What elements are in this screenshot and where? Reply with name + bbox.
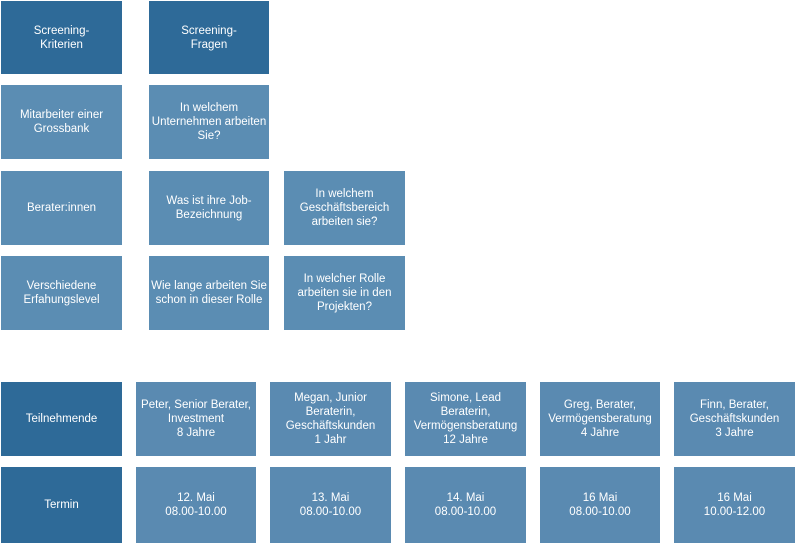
- box-text-line: 8 Jahre: [176, 427, 216, 439]
- box-text-line: schon in dieser Rolle: [155, 294, 263, 306]
- box-text-line: 1 Jahr: [314, 434, 347, 446]
- box-text-line: 4 Jahre: [580, 427, 620, 439]
- box-text-line: arbeiten sie in den: [297, 287, 392, 299]
- box-text-line: Finn, Berater,: [699, 399, 770, 411]
- box-text-line: 16 Mai: [717, 492, 752, 504]
- box-text-line: Was ist ihre Job-: [166, 195, 252, 207]
- box-text-line: Geschäftskunden: [285, 420, 376, 432]
- box-text-line: Megan, Junior: [294, 392, 367, 404]
- question-box-2-1: Was ist ihre Job- Bezeichnung: [149, 171, 269, 245]
- box-text-line: 16 Mai: [582, 492, 618, 504]
- box-text-line: Vermögensberatung: [413, 420, 518, 432]
- box-text-line: Screening-: [181, 24, 237, 37]
- box-text-line: 10.00-12.00: [703, 506, 766, 518]
- box-text-line: 08.00-10.00: [299, 506, 362, 518]
- schedule-box-3: 14. Mai 08.00-10.00: [405, 467, 526, 543]
- box-text-line: 08.00-10.00: [569, 506, 631, 518]
- box-text-line: Bezeichnung: [175, 209, 243, 221]
- box-text-line: Beraterin,: [305, 406, 356, 418]
- box-text-line: In welchem: [179, 102, 239, 114]
- box-text-line: 3 Jahre: [715, 427, 754, 439]
- box-text-line: In welcher Rolle: [303, 273, 386, 285]
- box-text-line: 13. Mai: [311, 492, 350, 504]
- box-text-line: Grossbank: [33, 123, 90, 135]
- schedule-box-2: 13. Mai 08.00-10.00: [270, 467, 391, 543]
- box-text-line: Berater:innen: [26, 202, 97, 214]
- box-text-line: 08.00-10.00: [434, 506, 497, 518]
- box-text-line: Screening-: [33, 24, 90, 37]
- box-text-line: Vermögensberatung: [548, 413, 652, 425]
- box-text-line: Investment: [167, 413, 225, 425]
- box-text-line: Wie lange arbeiten Sie: [151, 280, 267, 292]
- box-text-line: Peter, Senior Berater,: [141, 399, 251, 411]
- box-text-line: Beraterin,: [440, 406, 491, 418]
- box-text-line: arbeiten sie?: [311, 216, 378, 228]
- box-text-line: Geschäftskunden: [689, 413, 780, 425]
- participants-label: Teilnehmende: [1, 382, 122, 456]
- box-text-line: Geschäftsbereich: [299, 202, 390, 214]
- participant-box-5: Finn, Berater, Geschäftskunden 3 Jahre: [674, 382, 795, 456]
- box-text-line: Teilnehmende: [25, 413, 98, 425]
- box-text-line: Fragen: [190, 38, 228, 51]
- schedule-box-4: 16 Mai 08.00-10.00: [540, 467, 660, 543]
- box-text-line: Projekten?: [317, 301, 372, 313]
- box-text-line: In welchem: [315, 188, 374, 200]
- box-text-line: Erfahungslevel: [23, 294, 100, 306]
- participant-box-1: Peter, Senior Berater, Investment 8 Jahre: [136, 382, 256, 456]
- schedule-box-5: 16 Mai 10.00-12.00: [674, 467, 795, 543]
- criterion-box-2: Berater:innen: [1, 171, 122, 245]
- box-text-line: Simone, Lead: [430, 392, 501, 404]
- box-text-line: Sie?: [197, 130, 221, 142]
- box-text-line: Mitarbeiter einer: [19, 109, 104, 121]
- schedule-label: Termin: [1, 467, 122, 543]
- question-box-3-1: Wie lange arbeiten Sie schon in dieser Ro…: [149, 256, 269, 330]
- box-text-line: 14. Mai: [446, 492, 485, 504]
- box-text-line: 12. Mai: [177, 492, 215, 504]
- schedule-box-1: 12. Mai 08.00-10.00: [136, 467, 256, 543]
- box-text-line: Termin: [44, 499, 79, 511]
- box-text-line: Kriterien: [40, 38, 83, 51]
- box-text-line: 12 Jahre: [443, 434, 488, 446]
- box-text-line: Unternehmen arbeiten: [151, 116, 267, 128]
- questions-header: Screening-Fragen: [149, 1, 269, 74]
- box-text-line: Verschiedene: [26, 280, 97, 292]
- box-text-line: Greg, Berater,: [563, 399, 637, 411]
- criteria-header: Screening-Kriterien: [1, 1, 122, 74]
- box-text-line: 08.00-10.00: [165, 506, 227, 518]
- participant-box-4: Greg, Berater, Vermögensberatung 4 Jahre: [540, 382, 660, 456]
